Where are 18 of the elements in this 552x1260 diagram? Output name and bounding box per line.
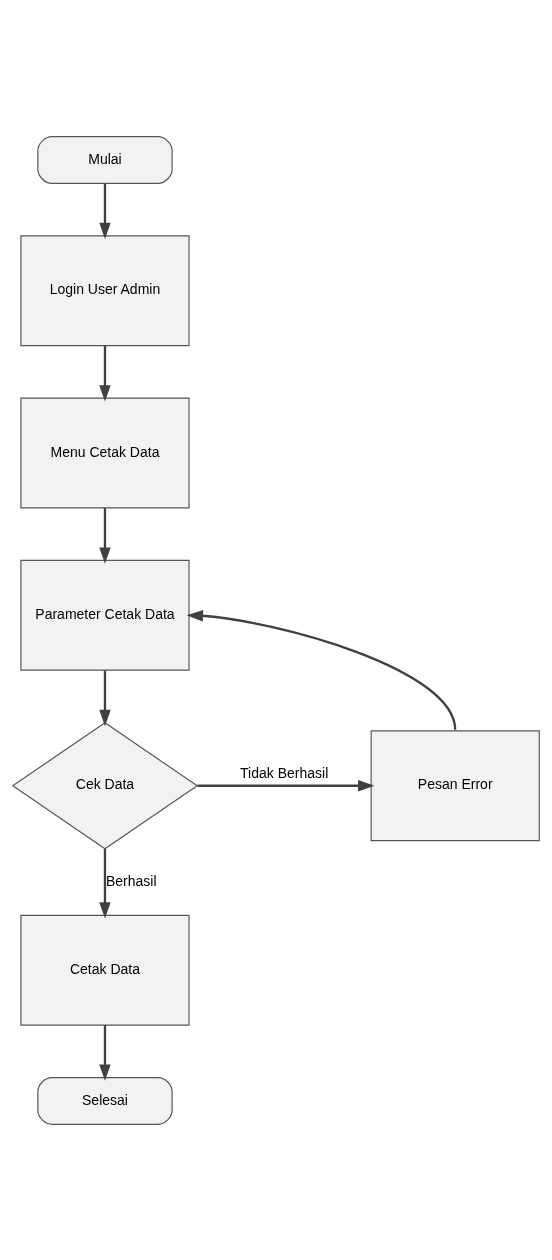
arrow xyxy=(197,779,375,791)
node-box: Mulai xyxy=(37,135,173,184)
node-diamond: Cek Data xyxy=(11,721,199,849)
node-box: Pesan Error xyxy=(370,729,540,841)
arrow xyxy=(99,183,111,239)
arrow xyxy=(99,670,111,726)
node-box: Menu Cetak Data xyxy=(20,397,190,508)
edge-label: Tidak Berhasil xyxy=(240,764,329,781)
edge-label: Berhasil xyxy=(105,872,157,889)
node-box: Selesai xyxy=(37,1076,173,1125)
arrow xyxy=(99,345,111,402)
arrow xyxy=(99,848,111,919)
node-box: Cetak Data xyxy=(20,914,190,1026)
arrow xyxy=(99,1024,111,1081)
arrow xyxy=(186,609,457,730)
arrow xyxy=(99,507,111,564)
node-box: Parameter Cetak Data xyxy=(20,559,190,671)
node-box: Login User Admin xyxy=(20,234,190,346)
